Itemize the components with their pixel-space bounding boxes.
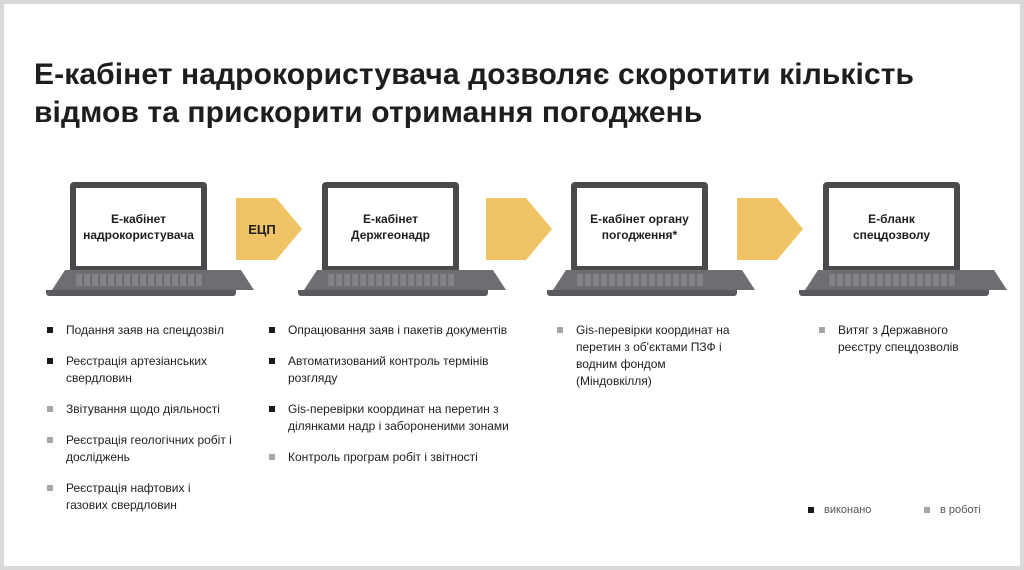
laptop-lip: [799, 290, 989, 296]
laptop-screen: Е-кабінет надрокористувача: [76, 188, 201, 266]
feature-list-approval: Gis-перевірки координат на перетин з об'…: [554, 322, 739, 404]
slide-title: Е-кабінет надрокористувача дозволяє скор…: [34, 58, 915, 129]
feature-list-derzhgeonadr: Опрацювання заяв і пакетів документів Ав…: [266, 322, 536, 480]
laptop-approval-cabinet: Е-кабінет органу погодження*: [547, 182, 755, 302]
feature-list-permit-blank: Витяг з Державного реєстру спецдозволів: [816, 322, 986, 370]
laptop-screen: Е-кабінет органу погодження*: [577, 188, 702, 266]
list-item: Реєстрація артезіанських свердловин: [44, 353, 234, 387]
bullet-done-icon: [269, 327, 275, 333]
bullet-done-icon: [269, 406, 275, 412]
laptop-icon: Е-бланк спецдозволу: [823, 182, 960, 272]
list-item: Реєстрація геологічних робіт і досліджен…: [44, 432, 234, 466]
laptop-label-line2: Держгеонадр: [351, 228, 430, 242]
list-item: Автоматизований контроль термінів розгля…: [266, 353, 536, 387]
laptop-screen: Е-бланк спецдозволу: [829, 188, 954, 266]
bullet-done-icon: [269, 358, 275, 364]
laptop-label-line2: спецдозволу: [852, 228, 931, 242]
flow-arrow-2: [486, 198, 552, 260]
laptop-label-line1: Е-кабінет: [110, 212, 167, 226]
bullet-wip-icon: [47, 406, 53, 412]
laptop-label-line1: Е-кабінет: [362, 212, 419, 226]
bullet-wip-icon: [819, 327, 825, 333]
laptop-label-line1: Е-кабінет органу: [590, 212, 689, 226]
bullet-wip-icon: [924, 507, 930, 513]
bullet-wip-icon: [269, 454, 275, 460]
laptop-permit-blank: Е-бланк спецдозволу: [799, 182, 1007, 302]
bullet-wip-icon: [47, 485, 53, 491]
laptop-icon: Е-кабінет надрокористувача: [70, 182, 207, 272]
list-item: Контроль програм робіт і звітності: [266, 449, 536, 466]
laptop-icon: Е-кабінет Держгеонадр: [322, 182, 459, 272]
bullet-done-icon: [808, 507, 814, 513]
slide: Е-кабінет надрокористувача дозволяє скор…: [4, 4, 1020, 566]
list-item: Gis-перевірки координат на перетин з діл…: [266, 401, 536, 435]
arrow-label: ЕЦП: [248, 221, 276, 237]
list-item: Опрацювання заяв і пакетів документів: [266, 322, 536, 339]
flow-arrow-3: [737, 198, 803, 260]
laptop-lip: [46, 290, 236, 296]
arrow-right-icon: [737, 198, 803, 260]
legend-wip: в роботі: [924, 504, 981, 516]
laptop-keyboard: [76, 274, 204, 286]
laptop-keyboard: [577, 274, 705, 286]
bullet-wip-icon: [47, 437, 53, 443]
list-item: Реєстрація нафтових і газових свердловин: [44, 480, 234, 514]
bullet-done-icon: [47, 358, 53, 364]
list-item: Звітування щодо діяльності: [44, 401, 234, 418]
laptop-user-cabinet: Е-кабінет надрокористувача: [46, 182, 254, 302]
list-item: Gis-перевірки координат на перетин з об'…: [554, 322, 739, 390]
laptop-label-line2: надрокористувача: [83, 228, 194, 242]
list-item: Витяг з Державного реєстру спецдозволів: [816, 322, 986, 356]
laptop-derzhgeonadr-cabinet: Е-кабінет Держгеонадр: [298, 182, 506, 302]
arrow-right-icon: [486, 198, 552, 260]
laptop-keyboard: [829, 274, 957, 286]
laptop-label-line2: погодження*: [601, 228, 678, 242]
arrow-right-icon: [236, 198, 302, 260]
list-item: Подання заяв на спецдозвіл: [44, 322, 234, 339]
flow-arrow-ecp: ЕЦП: [236, 198, 302, 260]
bullet-done-icon: [47, 327, 53, 333]
legend-done: виконано: [808, 504, 871, 516]
feature-list-user-cabinet: Подання заяв на спецдозвіл Реєстрація ар…: [44, 322, 234, 528]
laptop-lip: [298, 290, 488, 296]
laptop-screen: Е-кабінет Держгеонадр: [328, 188, 453, 266]
laptop-label-line1: Е-бланк: [868, 212, 915, 226]
laptop-lip: [547, 290, 737, 296]
laptop-icon: Е-кабінет органу погодження*: [571, 182, 708, 272]
laptop-keyboard: [328, 274, 456, 286]
bullet-wip-icon: [557, 327, 563, 333]
